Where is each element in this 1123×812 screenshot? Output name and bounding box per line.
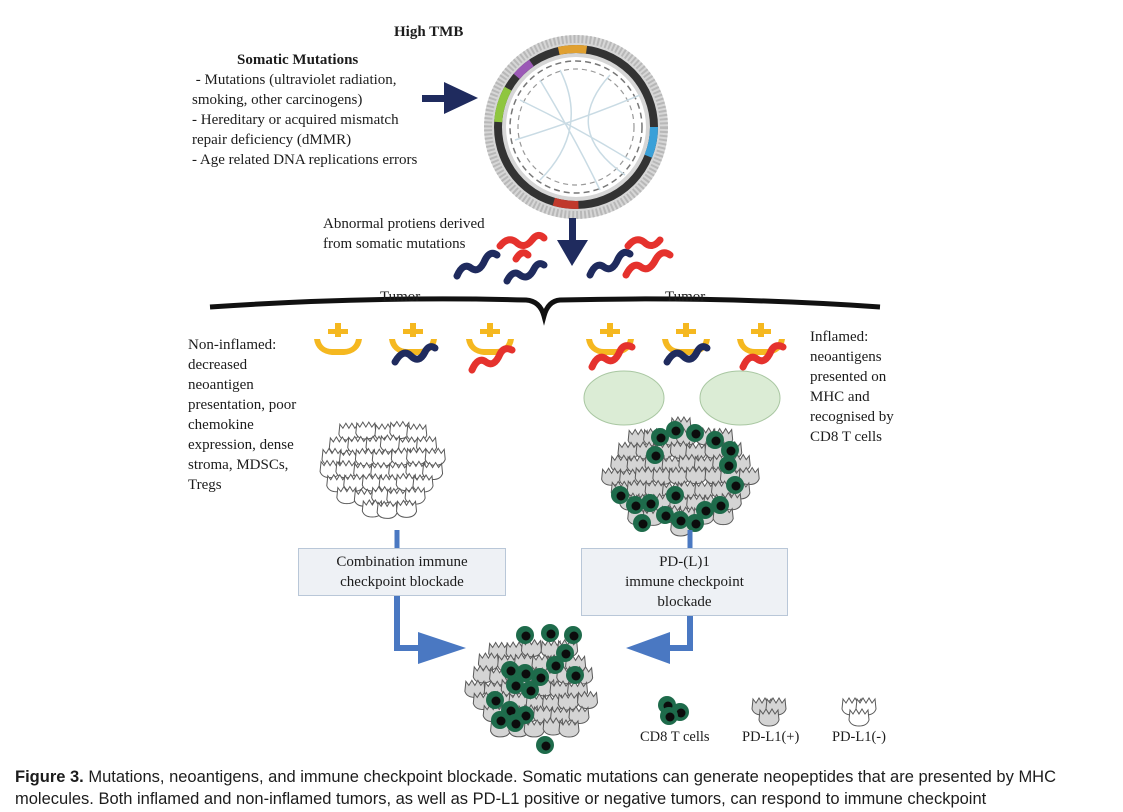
- caption-label: Figure 3.: [15, 768, 84, 786]
- cd8-t-cell: [536, 736, 554, 754]
- abnormal-line: from somatic mutations: [323, 236, 466, 252]
- box-line: PD-(L)1: [659, 554, 710, 570]
- cell-oval-right: [699, 370, 781, 426]
- cd8-t-cell: [516, 626, 534, 644]
- legend-pdl1-pos-icon: [751, 697, 787, 727]
- somatic-line: - Mutations (ultraviolet radiation,: [192, 72, 397, 88]
- cd8-t-cell: [633, 514, 651, 532]
- cd8-t-cell: [491, 711, 509, 729]
- somatic-line: repair deficiency (dMMR): [192, 132, 352, 148]
- cd8-t-cell: [646, 446, 664, 464]
- desc-line: MHC and: [810, 389, 870, 405]
- inflamed-description: Inflamed: neoantigens presented on MHC a…: [810, 327, 930, 447]
- cd8-t-cell: [666, 421, 684, 439]
- desc-line: CD8 T cells: [810, 429, 882, 445]
- mutation-arrow: [422, 82, 478, 114]
- combination-blockade-box: Combination immune checkpoint blockade: [298, 548, 506, 596]
- down-arrow: [557, 218, 588, 266]
- box-line: checkpoint blockade: [340, 574, 464, 590]
- non-inflamed-tumor-cluster: [319, 421, 446, 519]
- presented-peptides: [391, 342, 787, 374]
- legend-pdl1-neg-icon: [841, 697, 877, 727]
- desc-line: presentation, poor: [188, 397, 297, 413]
- caption-text: Mutations, neoantigens, and immune check…: [15, 768, 1057, 808]
- cd8-t-cell: [641, 494, 659, 512]
- abnormal-proteins-label: Abnormal protiens derived from somatic m…: [323, 214, 485, 254]
- legend-pdl1-pos-label: PD-L1(+): [742, 729, 800, 745]
- cd8-t-cell: [541, 624, 559, 642]
- mhc-molecules: [314, 323, 785, 355]
- non-inflamed-description: Non-inflamed: decreased neoantigen prese…: [188, 335, 328, 495]
- figure-caption: Figure 3. Mutations, neoantigens, and im…: [15, 766, 1115, 810]
- responding-tumor-cluster: [464, 624, 599, 754]
- tumor-label-right: Tumor: [665, 289, 706, 305]
- desc-line: Non-inflamed:: [188, 337, 277, 353]
- blue-arrow-right: [626, 530, 693, 664]
- cd8-t-cell: [566, 666, 584, 684]
- peptides: [453, 231, 674, 285]
- inflamed-tumor-cluster: [601, 416, 760, 537]
- cd8-t-cell: [611, 486, 629, 504]
- somatic-mutations-block: Somatic Mutations - Mutations (ultraviol…: [192, 50, 452, 170]
- cd8-t-cell: [546, 656, 564, 674]
- desc-line: presented on: [810, 369, 887, 385]
- box-line: immune checkpoint: [625, 574, 744, 590]
- somatic-line: smoking, other carcinogens): [192, 92, 363, 108]
- cd8-t-cell: [666, 486, 684, 504]
- cd8-t-cell: [726, 476, 744, 494]
- pdl1-blockade-box: PD-(L)1 immune checkpoint blockade: [581, 548, 788, 616]
- cd8-t-cell: [711, 496, 729, 514]
- cd8-t-cell: [506, 714, 524, 732]
- blue-arrow-left: [394, 530, 466, 664]
- cd8-t-cell: [486, 691, 504, 709]
- cd8-t-cell: [686, 424, 704, 442]
- somatic-mutations-title: Somatic Mutations: [237, 52, 359, 68]
- genome-circle: [484, 35, 668, 219]
- desc-line: Inflamed:: [810, 329, 869, 345]
- cell-oval-left: [583, 370, 665, 426]
- somatic-line: - Hereditary or acquired mismatch: [192, 112, 399, 128]
- tumor-bracket: [209, 296, 881, 326]
- cd8-t-cell: [564, 626, 582, 644]
- tumor-label-left: Tumor: [380, 289, 421, 305]
- legend-pdl1-neg-label: PD-L1(-): [832, 729, 886, 745]
- legend-cd8-icon: [658, 696, 689, 725]
- cd8-t-cell: [706, 431, 724, 449]
- box-line: blockade: [657, 594, 712, 610]
- desc-line: expression, dense: [188, 437, 294, 453]
- box-line: Combination immune: [336, 554, 468, 570]
- legend-cd8-label: CD8 T cells: [640, 729, 710, 745]
- desc-line: neoantigen: [188, 377, 254, 393]
- desc-line: recognised by: [810, 409, 894, 425]
- high-tmb-label: High TMB: [394, 24, 464, 40]
- desc-line: chemokine: [188, 417, 254, 433]
- desc-line: decreased: [188, 357, 248, 373]
- abnormal-line: Abnormal protiens derived: [323, 216, 485, 232]
- cd8-t-cell: [719, 456, 737, 474]
- somatic-line: - Age related DNA replications errors: [192, 152, 418, 168]
- cd8-t-cell: [671, 511, 689, 529]
- desc-line: Tregs: [188, 477, 222, 493]
- desc-line: stroma, MDSCs,: [188, 457, 289, 473]
- desc-line: neoantigens: [810, 349, 882, 365]
- cd8-t-cell: [521, 681, 539, 699]
